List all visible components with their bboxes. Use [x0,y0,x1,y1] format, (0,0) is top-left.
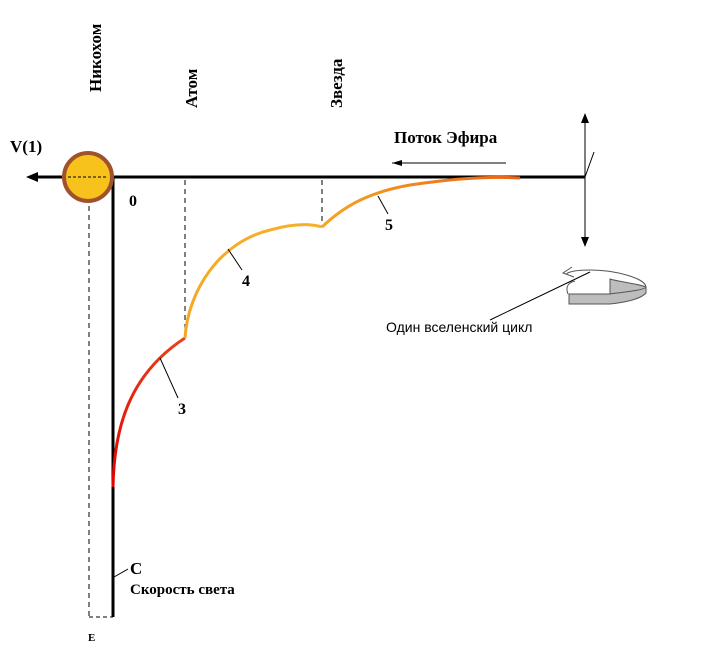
label-speed-of-light: Скорость света [130,582,235,598]
ether-flow-arrowhead [392,160,402,166]
label-5: 5 [385,217,393,234]
sun-icon [62,151,114,203]
label-nikokhom: Никохом [86,23,105,92]
cycle-arrow-icon [561,266,647,305]
label-zero: 0 [129,193,137,210]
label-atom: Атом [182,68,201,108]
label-zvezda: Звезда [327,58,346,108]
curve-segment-4 [183,223,323,339]
curve-segment-3 [111,336,186,488]
curve-segment-5 [320,175,521,229]
label-4: 4 [242,273,250,290]
leader-4 [227,248,243,271]
label-v1: V(1) [10,137,42,156]
axis-arrowhead-left [26,172,38,182]
label-universe-cycle: Один вселенский цикл [386,319,532,335]
leader-5 [377,195,389,215]
label-3: 3 [178,401,186,418]
label-ether-flow: Поток Эфира [394,128,498,147]
label-e: E [88,632,95,644]
leader-c [113,568,129,578]
leader-3 [159,357,179,399]
label-c: C [130,559,142,578]
cycle-leader [489,271,591,321]
right-arrow-down-head [581,237,589,247]
right-arrow-up-head [581,113,589,123]
right-tick [584,151,595,178]
